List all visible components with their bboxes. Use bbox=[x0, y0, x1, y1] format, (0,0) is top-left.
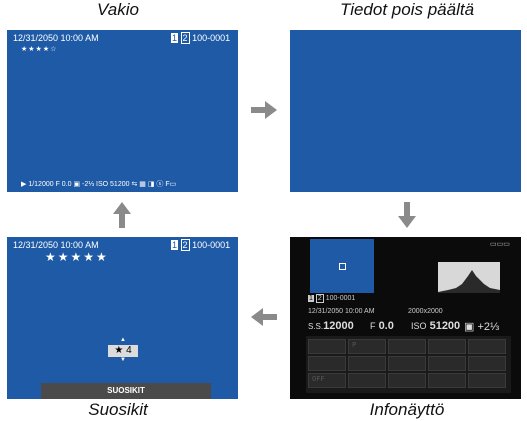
datetime-label: 12/31/2050 10:00 AM bbox=[13, 240, 99, 250]
shutter-speed: S.S.12000 bbox=[308, 320, 354, 332]
arrow-left-icon bbox=[251, 308, 277, 326]
exposure-compensation: ▣ +2⅓ bbox=[464, 321, 500, 333]
screen-info-off bbox=[290, 30, 521, 192]
stars-text: ★★★★★ bbox=[45, 250, 109, 264]
slot2-badge: 2 bbox=[180, 32, 190, 44]
setting-cell bbox=[428, 356, 466, 371]
setting-cell bbox=[348, 356, 386, 371]
setting-cell bbox=[388, 356, 426, 371]
histogram-graph bbox=[438, 270, 500, 293]
aperture-value: 0.0 bbox=[378, 320, 394, 332]
battery-icon: ▭▭▭ bbox=[490, 241, 510, 248]
slot-badge: 1 bbox=[171, 33, 179, 43]
screen-favorites: 12/31/2050 10:00 AM 1 2 100-0001 ★★★★★ ▲… bbox=[7, 237, 238, 399]
caption-standard: Vakio bbox=[97, 0, 139, 19]
setting-cell bbox=[468, 339, 506, 354]
image-thumbnail bbox=[310, 239, 374, 293]
iso-prefix: ISO bbox=[411, 321, 427, 331]
arrow-down-icon bbox=[398, 202, 416, 228]
setting-cell: OFF bbox=[308, 373, 346, 388]
setting-cell: P bbox=[348, 339, 386, 354]
arrow-up-icon bbox=[113, 202, 131, 228]
setting-cell bbox=[428, 339, 466, 354]
settings-grid: P OFF bbox=[306, 336, 511, 393]
frame-number: 1 2 100-0001 bbox=[171, 239, 231, 251]
caption-info-off: Tiedot pois päältä bbox=[339, 0, 475, 19]
spinner-up-icon[interactable]: ▲ bbox=[120, 337, 126, 343]
aperture-prefix: F bbox=[370, 321, 376, 331]
slot-badge: 1 bbox=[171, 240, 179, 250]
favorite-stars: ★★★★★ bbox=[45, 250, 109, 264]
frame-label: 100-0001 bbox=[325, 295, 356, 302]
slot2-badge: 2 bbox=[180, 239, 190, 251]
screen-info-display: ▭▭▭ 1 2 100-0001 12/31/2050 10:00 AM 200… bbox=[290, 237, 521, 399]
setting-cell bbox=[388, 373, 426, 388]
rating-stars: ★★★★☆ bbox=[21, 46, 58, 53]
screen-standard: 12/31/2050 10:00 AM 1 2 100-0001 ★★★★☆ ▶… bbox=[7, 30, 238, 192]
focus-point-icon bbox=[339, 263, 346, 270]
setting-cell bbox=[388, 339, 426, 354]
arrow-right-icon bbox=[251, 101, 277, 119]
setting-cell bbox=[348, 373, 386, 388]
datetime-label: 12/31/2050 10:00 AM bbox=[13, 33, 99, 43]
caption-info-display: Infonäyttö bbox=[369, 400, 445, 419]
frame-label: 100-0001 bbox=[192, 240, 231, 250]
setting-cell bbox=[308, 339, 346, 354]
frame-label: 100-0001 bbox=[192, 33, 231, 43]
histogram bbox=[438, 262, 500, 293]
favorites-button[interactable]: SUOSIKIT bbox=[41, 383, 211, 399]
aperture: F 0.0 bbox=[370, 320, 394, 332]
exposure-info-bar: ▶ 1/12000 F 0.0 ▣ -2⅓ ISO 51200 ⇆ ▦ ◨ ⓢ … bbox=[21, 181, 177, 188]
frame-number: 1 2 100-0001 bbox=[308, 294, 356, 303]
setting-cell bbox=[468, 356, 506, 371]
caption-favorites: Suosikit bbox=[88, 400, 148, 419]
setting-cell bbox=[308, 356, 346, 371]
datetime-label: 12/31/2050 10:00 AM bbox=[308, 308, 375, 315]
setting-cell bbox=[468, 373, 506, 388]
image-size: 2000x2000 bbox=[408, 308, 443, 315]
iso-value: 51200 bbox=[429, 320, 461, 332]
setting-cell bbox=[428, 373, 466, 388]
iso: ISO 51200 bbox=[411, 320, 460, 332]
slot-badge: 1 bbox=[308, 295, 314, 302]
rating-spinner[interactable]: ★ 4 bbox=[108, 345, 138, 357]
spinner-down-icon[interactable]: ▼ bbox=[120, 357, 126, 363]
shutter-prefix: S.S. bbox=[308, 322, 324, 331]
slot2-badge: 2 bbox=[315, 294, 324, 303]
shutter-value: 12000 bbox=[323, 320, 354, 332]
frame-number: 1 2 100-0001 bbox=[171, 32, 231, 44]
